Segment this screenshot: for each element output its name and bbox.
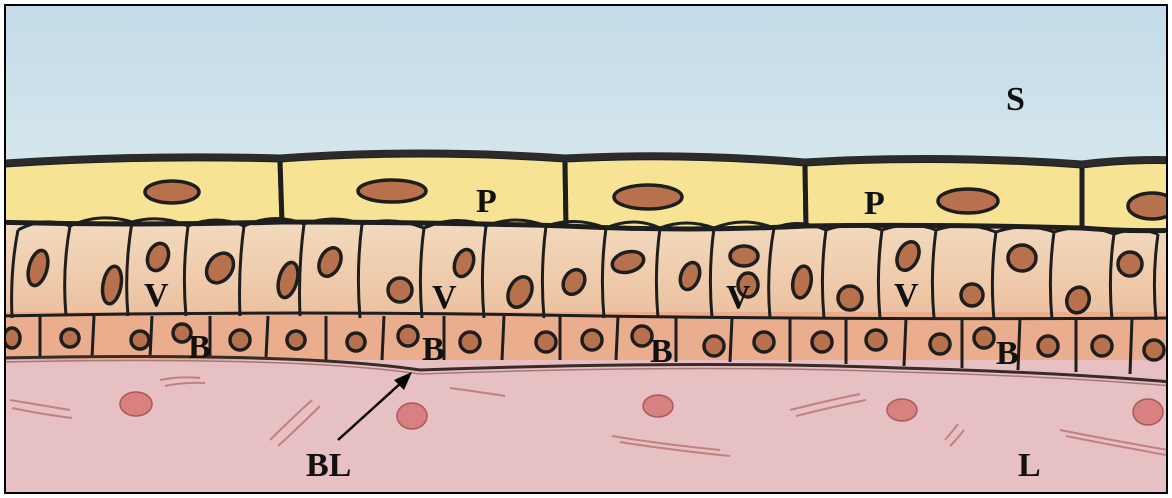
nucleus xyxy=(1008,245,1036,271)
label-surface-s: S xyxy=(1006,81,1025,118)
nucleus xyxy=(536,332,556,352)
umbrella-cell xyxy=(565,158,806,229)
nucleus xyxy=(730,246,758,266)
intermediate-layer xyxy=(0,215,1172,315)
nucleus xyxy=(398,326,418,346)
label-valvular-v2: V xyxy=(432,279,457,316)
lamina-propria-region xyxy=(0,355,1172,498)
nucleus xyxy=(1038,336,1058,356)
label-basal-b1: B xyxy=(188,329,211,366)
label-basal-lamina: BL xyxy=(306,447,351,484)
label-basal-b2: B xyxy=(422,331,445,368)
nucleus xyxy=(347,333,365,351)
stromal-cell xyxy=(397,403,427,429)
nucleus xyxy=(812,332,832,352)
nucleus xyxy=(1144,340,1164,360)
nucleus xyxy=(4,328,20,348)
nucleus xyxy=(145,181,199,203)
nucleus xyxy=(1092,336,1112,356)
lumen-region xyxy=(0,0,1172,170)
nucleus xyxy=(1118,252,1142,276)
label-valvular-v1: V xyxy=(144,277,169,314)
nucleus xyxy=(754,332,774,352)
nucleus xyxy=(460,332,480,352)
nucleus xyxy=(704,336,724,356)
nucleus xyxy=(131,331,149,349)
nucleus xyxy=(866,330,886,350)
label-basal-b4: B xyxy=(996,335,1019,372)
label-basal-b3: B xyxy=(650,333,673,370)
stromal-cell xyxy=(643,395,673,417)
nucleus xyxy=(61,329,79,347)
nucleus xyxy=(930,334,950,354)
label-parietal-p1: P xyxy=(476,183,497,220)
nucleus xyxy=(388,278,412,302)
label-parietal-p2: P xyxy=(864,185,885,222)
label-valvular-v4: V xyxy=(894,277,919,314)
nucleus xyxy=(974,328,994,348)
nucleus xyxy=(287,331,305,349)
nucleus xyxy=(632,326,652,346)
nucleus xyxy=(230,330,250,350)
stromal-cell xyxy=(120,392,152,416)
umbrella-cell xyxy=(0,159,282,224)
nucleus xyxy=(614,185,682,209)
stromal-cell xyxy=(887,399,917,421)
stromal-cell xyxy=(1133,399,1163,425)
nucleus xyxy=(582,330,602,350)
label-lamina-l: L xyxy=(1018,447,1041,484)
nucleus xyxy=(838,286,862,310)
nucleus xyxy=(938,189,998,213)
label-valvular-v3: V xyxy=(726,279,751,316)
nucleus xyxy=(358,180,426,202)
nucleus xyxy=(961,284,983,306)
nucleus xyxy=(1128,193,1172,219)
